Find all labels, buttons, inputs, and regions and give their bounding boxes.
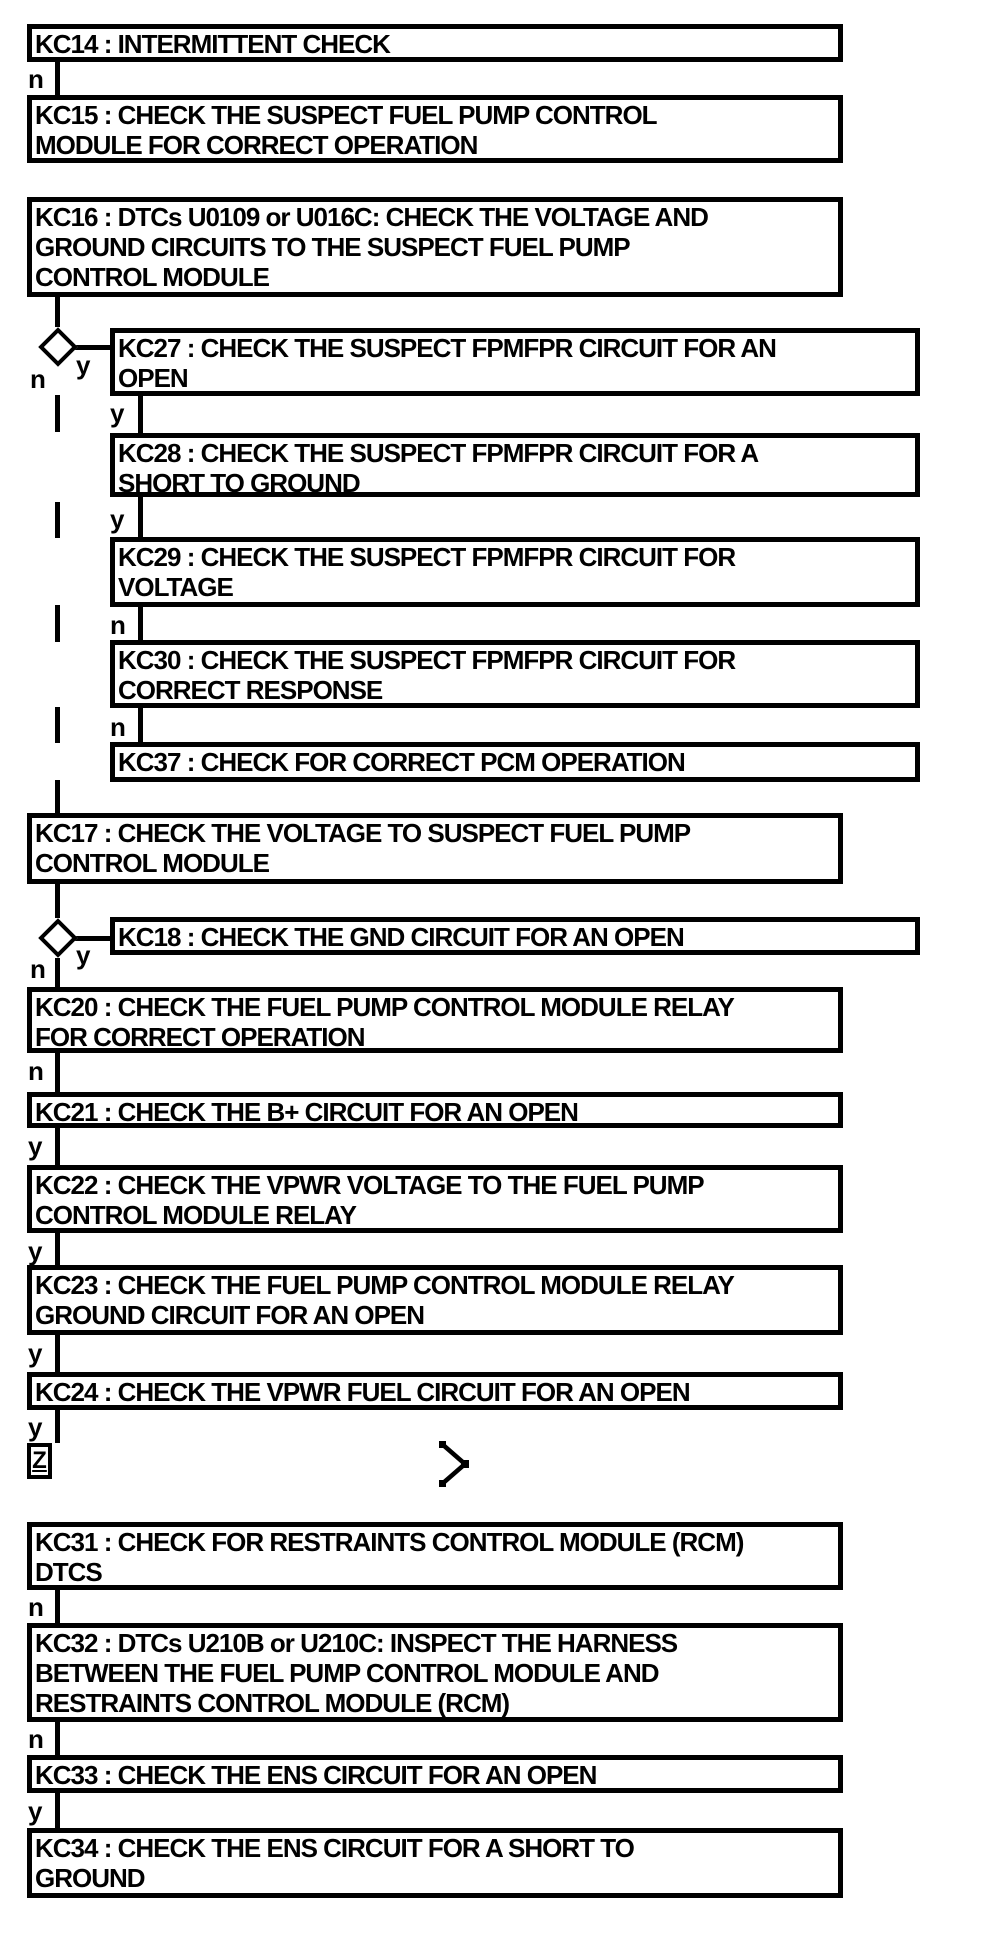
branch-label-kc28-y: y (110, 504, 125, 534)
decision-diamond-kc16 (38, 327, 78, 367)
branch-label-kc23-y: y (28, 1338, 43, 1368)
connector-kc16-diamond1 (55, 297, 60, 327)
node-kc14: KC14 : INTERMITTENT CHECK (27, 24, 843, 62)
decision-diamond-kc17 (38, 918, 78, 958)
connector-diamond1-n-seg4 (55, 707, 60, 743)
node-kc37: KC37 : CHECK FOR CORRECT PCM OPERATION (110, 742, 920, 782)
branch-label-kc32-n: n (28, 1724, 44, 1754)
node-kc20: KC20 : CHECK THE FUEL PUMP CONTROL MODUL… (27, 987, 843, 1053)
connector-diamond1-n-seg1 (55, 395, 60, 432)
node-kc15: KC15 : CHECK THE SUSPECT FUEL PUMP CONTR… (27, 95, 843, 163)
node-kc24: KC24 : CHECK THE VPWR FUEL CIRCUIT FOR A… (27, 1372, 843, 1410)
connector-diamond1-n-seg5 (55, 780, 60, 813)
continuation-arrow-icon (439, 1441, 469, 1487)
connector-diamond1-n-seg3 (55, 605, 60, 642)
node-kc32: KC32 : DTCs U210B or U210C: INSPECT THE … (27, 1623, 843, 1722)
off-page-connector-z: Z (27, 1443, 52, 1479)
branch-label-kc21-y: y (28, 1131, 43, 1161)
node-kc34: KC34 : CHECK THE ENS CIRCUIT FOR A SHORT… (27, 1828, 843, 1898)
node-kc31: KC31 : CHECK FOR RESTRAINTS CONTROL MODU… (27, 1522, 843, 1590)
connector-diamond2-kc18 (74, 936, 112, 941)
branch-label-diamond1-n: n (30, 364, 46, 394)
connector-kc32-kc33 (55, 1722, 60, 1755)
node-kc30: KC30 : CHECK THE SUSPECT FPMFPR CIRCUIT … (110, 640, 920, 708)
branch-label-kc20-n: n (28, 1056, 44, 1086)
branch-label-kc31-n: n (28, 1592, 44, 1622)
connector-kc14-kc15 (55, 62, 60, 95)
branch-label-diamond2-y: y (76, 940, 91, 970)
connector-kc20-kc21 (55, 1053, 60, 1092)
connector-kc24-z (55, 1410, 60, 1443)
connector-kc27-kc28 (138, 395, 143, 433)
node-kc18: KC18 : CHECK THE GND CIRCUIT FOR AN OPEN (110, 917, 920, 955)
node-kc29: KC29 : CHECK THE SUSPECT FPMFPR CIRCUIT … (110, 537, 920, 607)
branch-label-diamond1-y: y (76, 350, 91, 380)
connector-diamond1-n-seg2 (55, 502, 60, 538)
branch-label-kc14-n: n (28, 64, 44, 94)
node-kc21: KC21 : CHECK THE B+ CIRCUIT FOR AN OPEN (27, 1092, 843, 1128)
connector-kc17-diamond2 (55, 884, 60, 918)
connector-kc29-kc30 (138, 607, 143, 640)
branch-label-kc29-n: n (110, 610, 126, 640)
branch-label-kc22-y: y (28, 1236, 43, 1266)
connector-kc21-kc22 (55, 1128, 60, 1165)
branch-label-kc33-y: y (28, 1796, 43, 1826)
node-kc33: KC33 : CHECK THE ENS CIRCUIT FOR AN OPEN (27, 1755, 843, 1793)
branch-label-kc30-n: n (110, 712, 126, 742)
connector-kc31-kc32 (55, 1590, 60, 1623)
node-kc17: KC17 : CHECK THE VOLTAGE TO SUSPECT FUEL… (27, 813, 843, 884)
node-kc28: KC28 : CHECK THE SUSPECT FPMFPR CIRCUIT … (110, 433, 920, 497)
branch-label-kc24-y: y (28, 1412, 43, 1442)
connector-kc33-kc34 (55, 1793, 60, 1828)
connector-kc23-kc24 (55, 1335, 60, 1372)
connector-kc28-kc29 (138, 497, 143, 537)
branch-label-kc27-y: y (110, 398, 125, 428)
branch-label-diamond2-n: n (30, 954, 46, 984)
node-kc23: KC23 : CHECK THE FUEL PUMP CONTROL MODUL… (27, 1265, 843, 1335)
node-kc22: KC22 : CHECK THE VPWR VOLTAGE TO THE FUE… (27, 1165, 843, 1233)
node-kc27: KC27 : CHECK THE SUSPECT FPMFPR CIRCUIT … (110, 328, 920, 396)
connector-kc22-kc23 (55, 1233, 60, 1265)
node-kc16: KC16 : DTCs U0109 or U016C: CHECK THE VO… (27, 197, 843, 297)
connector-diamond1-kc27 (74, 345, 112, 350)
connector-diamond2-kc20 (55, 958, 60, 987)
connector-kc30-kc37 (138, 708, 143, 742)
